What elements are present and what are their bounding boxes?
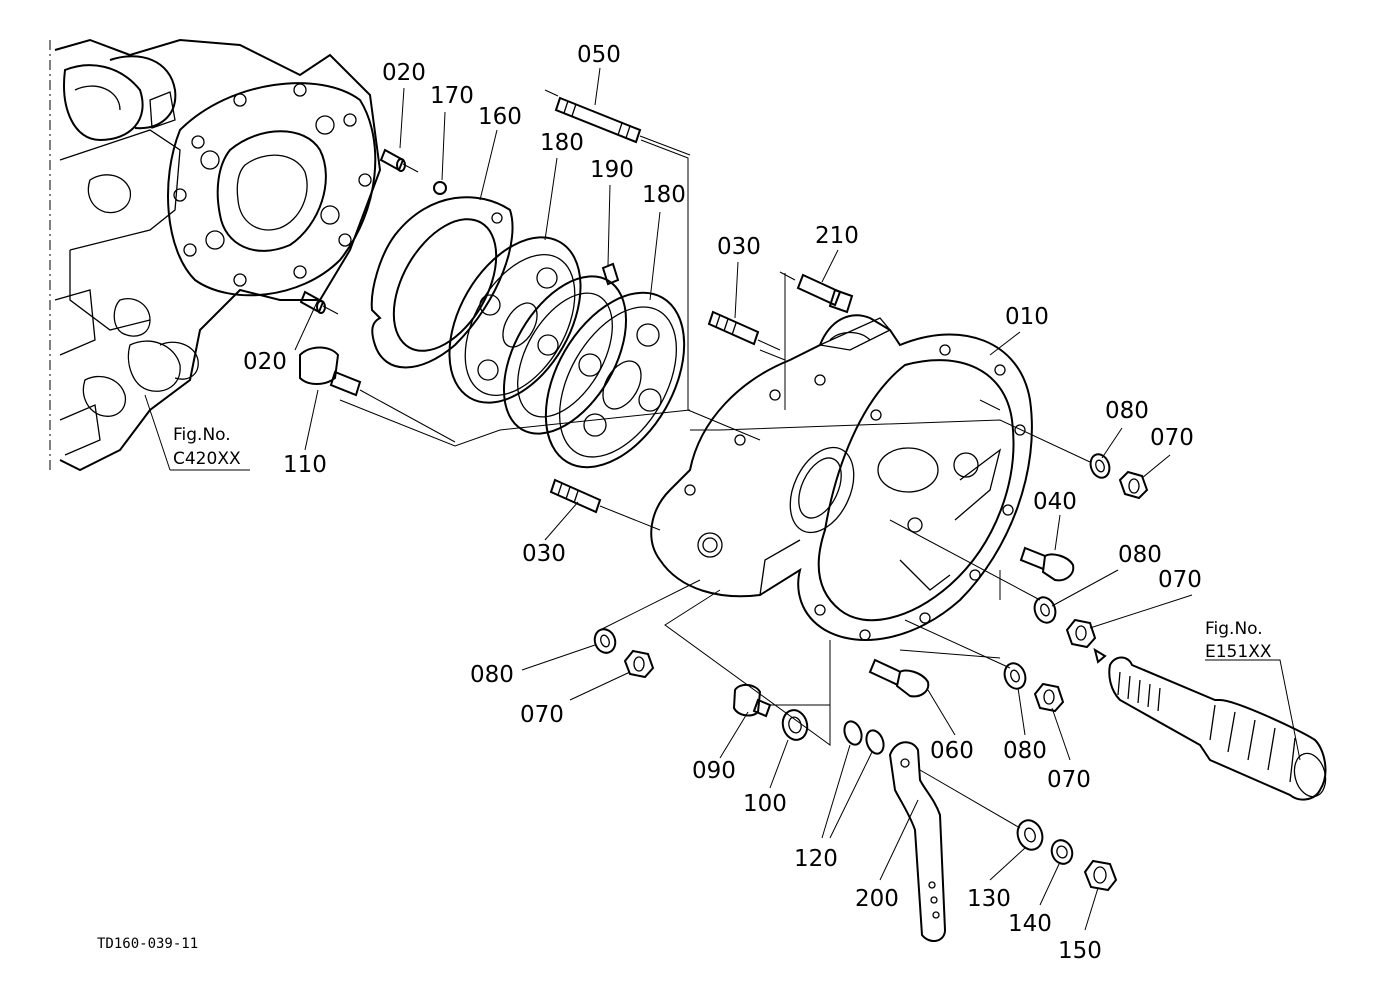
label-180-left: 180	[540, 130, 584, 156]
label-070-c: 070	[520, 702, 564, 728]
plate-160	[370, 196, 514, 369]
fig-ref-right-code[interactable]: E151XX	[1205, 642, 1272, 662]
label-110: 110	[283, 452, 327, 478]
stud-030-upper	[707, 310, 781, 351]
drawing-code: TD160-039-11	[97, 936, 198, 952]
label-090: 090	[692, 758, 736, 784]
label-030-upper: 030	[717, 234, 761, 260]
stud-030-lower	[549, 478, 626, 517]
label-100: 100	[743, 791, 787, 817]
label-080-a: 080	[1105, 398, 1149, 424]
label-190: 190	[590, 157, 634, 183]
label-040: 040	[1033, 489, 1077, 515]
ball-170	[433, 181, 447, 195]
friction-disc-180-left	[448, 236, 582, 404]
bolt-040	[1019, 546, 1075, 582]
label-010: 010	[1005, 304, 1049, 330]
washer-080-c	[593, 628, 617, 654]
friction-disc-180-right	[544, 291, 686, 469]
washer-080-d	[1003, 662, 1027, 690]
label-200: 200	[855, 886, 899, 912]
label-120: 120	[794, 846, 838, 872]
label-leaders	[144, 67, 1301, 931]
pin-020-lower	[299, 290, 339, 315]
stud-050	[544, 89, 691, 156]
nut-070-c	[623, 649, 655, 679]
label-180-right: 180	[642, 182, 686, 208]
nut-070-b	[1065, 618, 1097, 649]
washer-140	[1050, 839, 1074, 865]
bolt-210	[779, 271, 854, 314]
shaft-e151xx	[1093, 647, 1327, 801]
washer-130	[1016, 819, 1044, 851]
nut-070-d	[1033, 682, 1065, 713]
label-070-a: 070	[1150, 425, 1194, 451]
o-rings-120	[843, 720, 885, 755]
label-070-d: 070	[1047, 767, 1091, 793]
fig-ref-left-title[interactable]: Fig.No.	[173, 425, 231, 445]
label-160: 160	[478, 104, 522, 130]
label-150: 150	[1058, 938, 1102, 964]
label-130: 130	[967, 886, 1011, 912]
bolt-060	[868, 658, 930, 698]
fig-ref-left-code[interactable]: C420XX	[173, 449, 241, 469]
pin-020-upper	[379, 148, 419, 173]
bolt-110	[299, 346, 456, 443]
leader-lines	[339, 139, 1091, 829]
housing-010	[650, 314, 1033, 641]
washer-080-a	[1089, 453, 1111, 479]
transmission-case-drawing	[49, 38, 382, 472]
nut-070-a	[1118, 470, 1149, 500]
lever-200	[888, 741, 947, 942]
bolt-090	[732, 684, 772, 718]
washer-080-b	[1033, 596, 1057, 624]
fig-ref-right-title[interactable]: Fig.No.	[1205, 619, 1263, 639]
washer-100	[781, 709, 809, 741]
label-080-d: 080	[1003, 738, 1047, 764]
label-080-c: 080	[470, 662, 514, 688]
label-020-lower: 020	[243, 349, 287, 375]
label-210: 210	[815, 223, 859, 249]
label-020-upper: 020	[382, 60, 426, 86]
label-170: 170	[430, 83, 474, 109]
label-050: 050	[577, 42, 621, 68]
label-140: 140	[1008, 911, 1052, 937]
label-080-b: 080	[1118, 542, 1162, 568]
plate-190	[502, 262, 628, 435]
label-030-lower: 030	[522, 541, 566, 567]
label-060: 060	[930, 738, 974, 764]
nut-150	[1083, 859, 1118, 892]
label-070-b: 070	[1158, 567, 1202, 593]
